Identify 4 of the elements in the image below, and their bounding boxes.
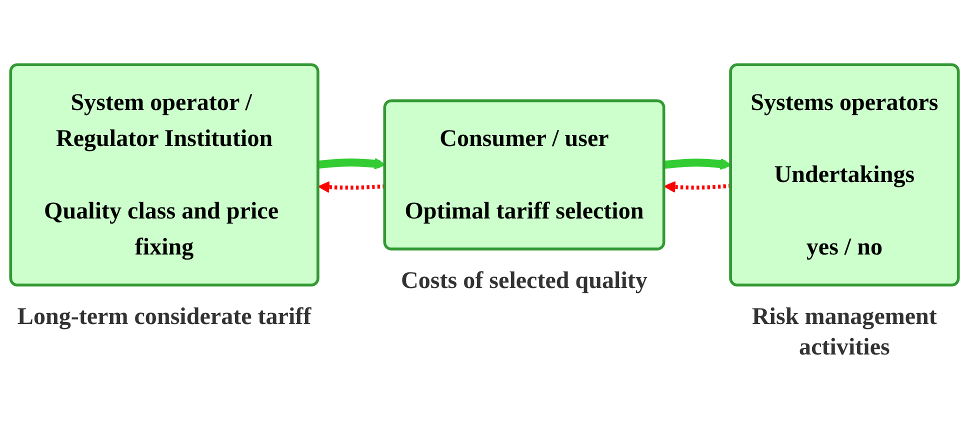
arrow [664, 181, 732, 194]
node-caption: Long-term considerate tariff [17, 302, 312, 330]
node-caption: Costs of selected quality [401, 266, 648, 294]
node-caption: Risk management activities [752, 302, 937, 360]
